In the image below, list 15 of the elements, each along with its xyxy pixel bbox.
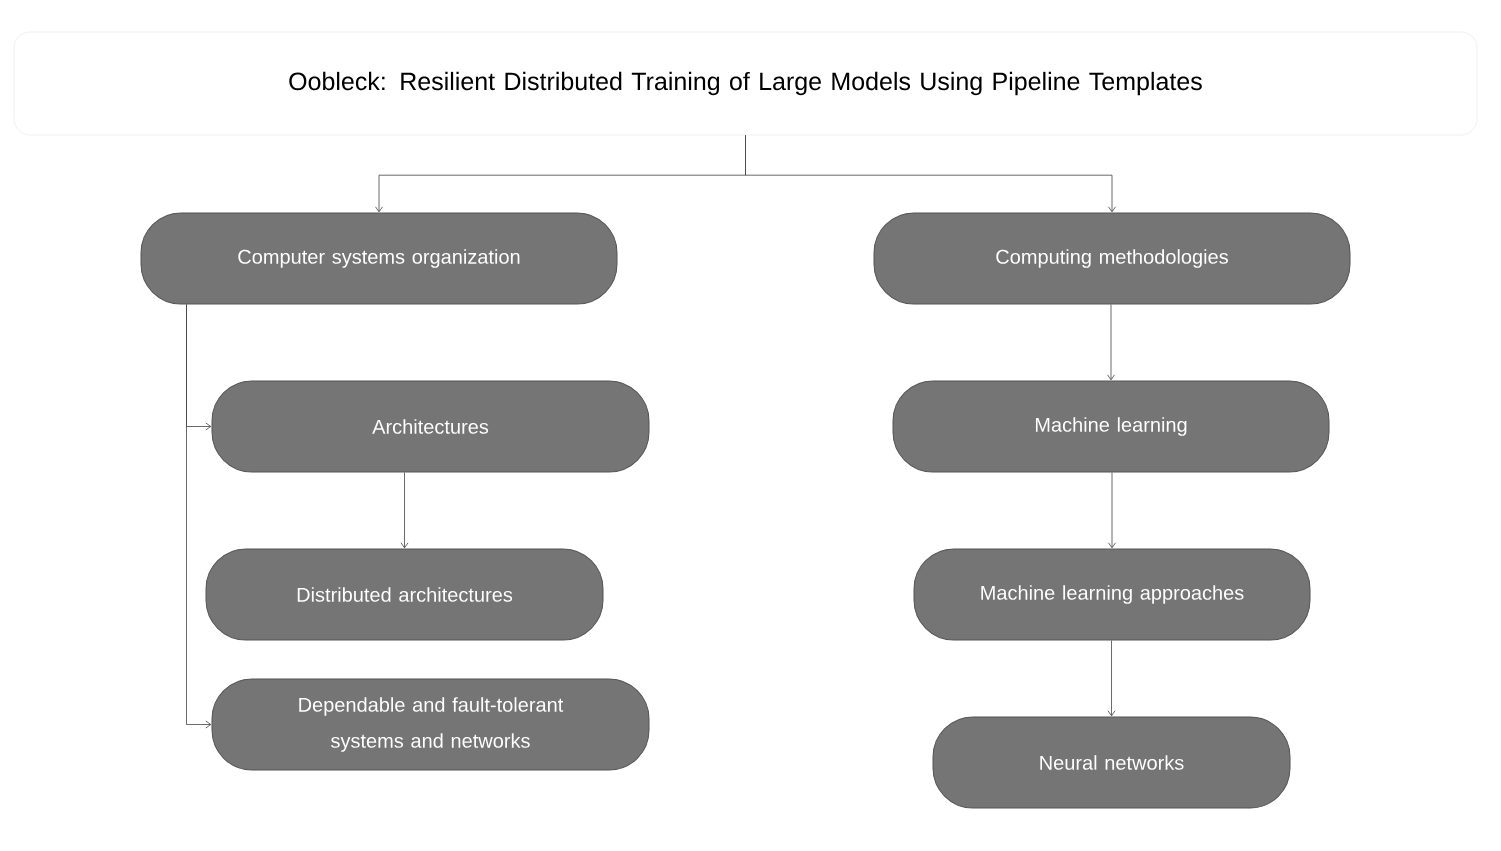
- category-box: Machine learning approaches: [913, 548, 1311, 641]
- arrow: [1107, 304, 1115, 381]
- category-box: Dependable and fault-tolerant systems and networks: [211, 678, 650, 771]
- category-box: Distributed architectures: [205, 548, 604, 641]
- arrow: [1107, 640, 1116, 717]
- category-box: Computer systems organization: [140, 212, 618, 305]
- category-box: Machine learning: [892, 380, 1330, 473]
- title-box: Oobleck: Resilient Distributed Training of Large Models Using Pipeline Templates: [13, 31, 1478, 136]
- arrow: [1108, 472, 1116, 549]
- category-box: Computing methodologies: [873, 212, 1351, 305]
- arrow: [186, 304, 212, 729]
- arrow: [745, 134, 1116, 213]
- category-box: Architectures: [211, 380, 650, 473]
- arrow: [400, 472, 409, 549]
- category-box: Neural networks: [932, 716, 1291, 809]
